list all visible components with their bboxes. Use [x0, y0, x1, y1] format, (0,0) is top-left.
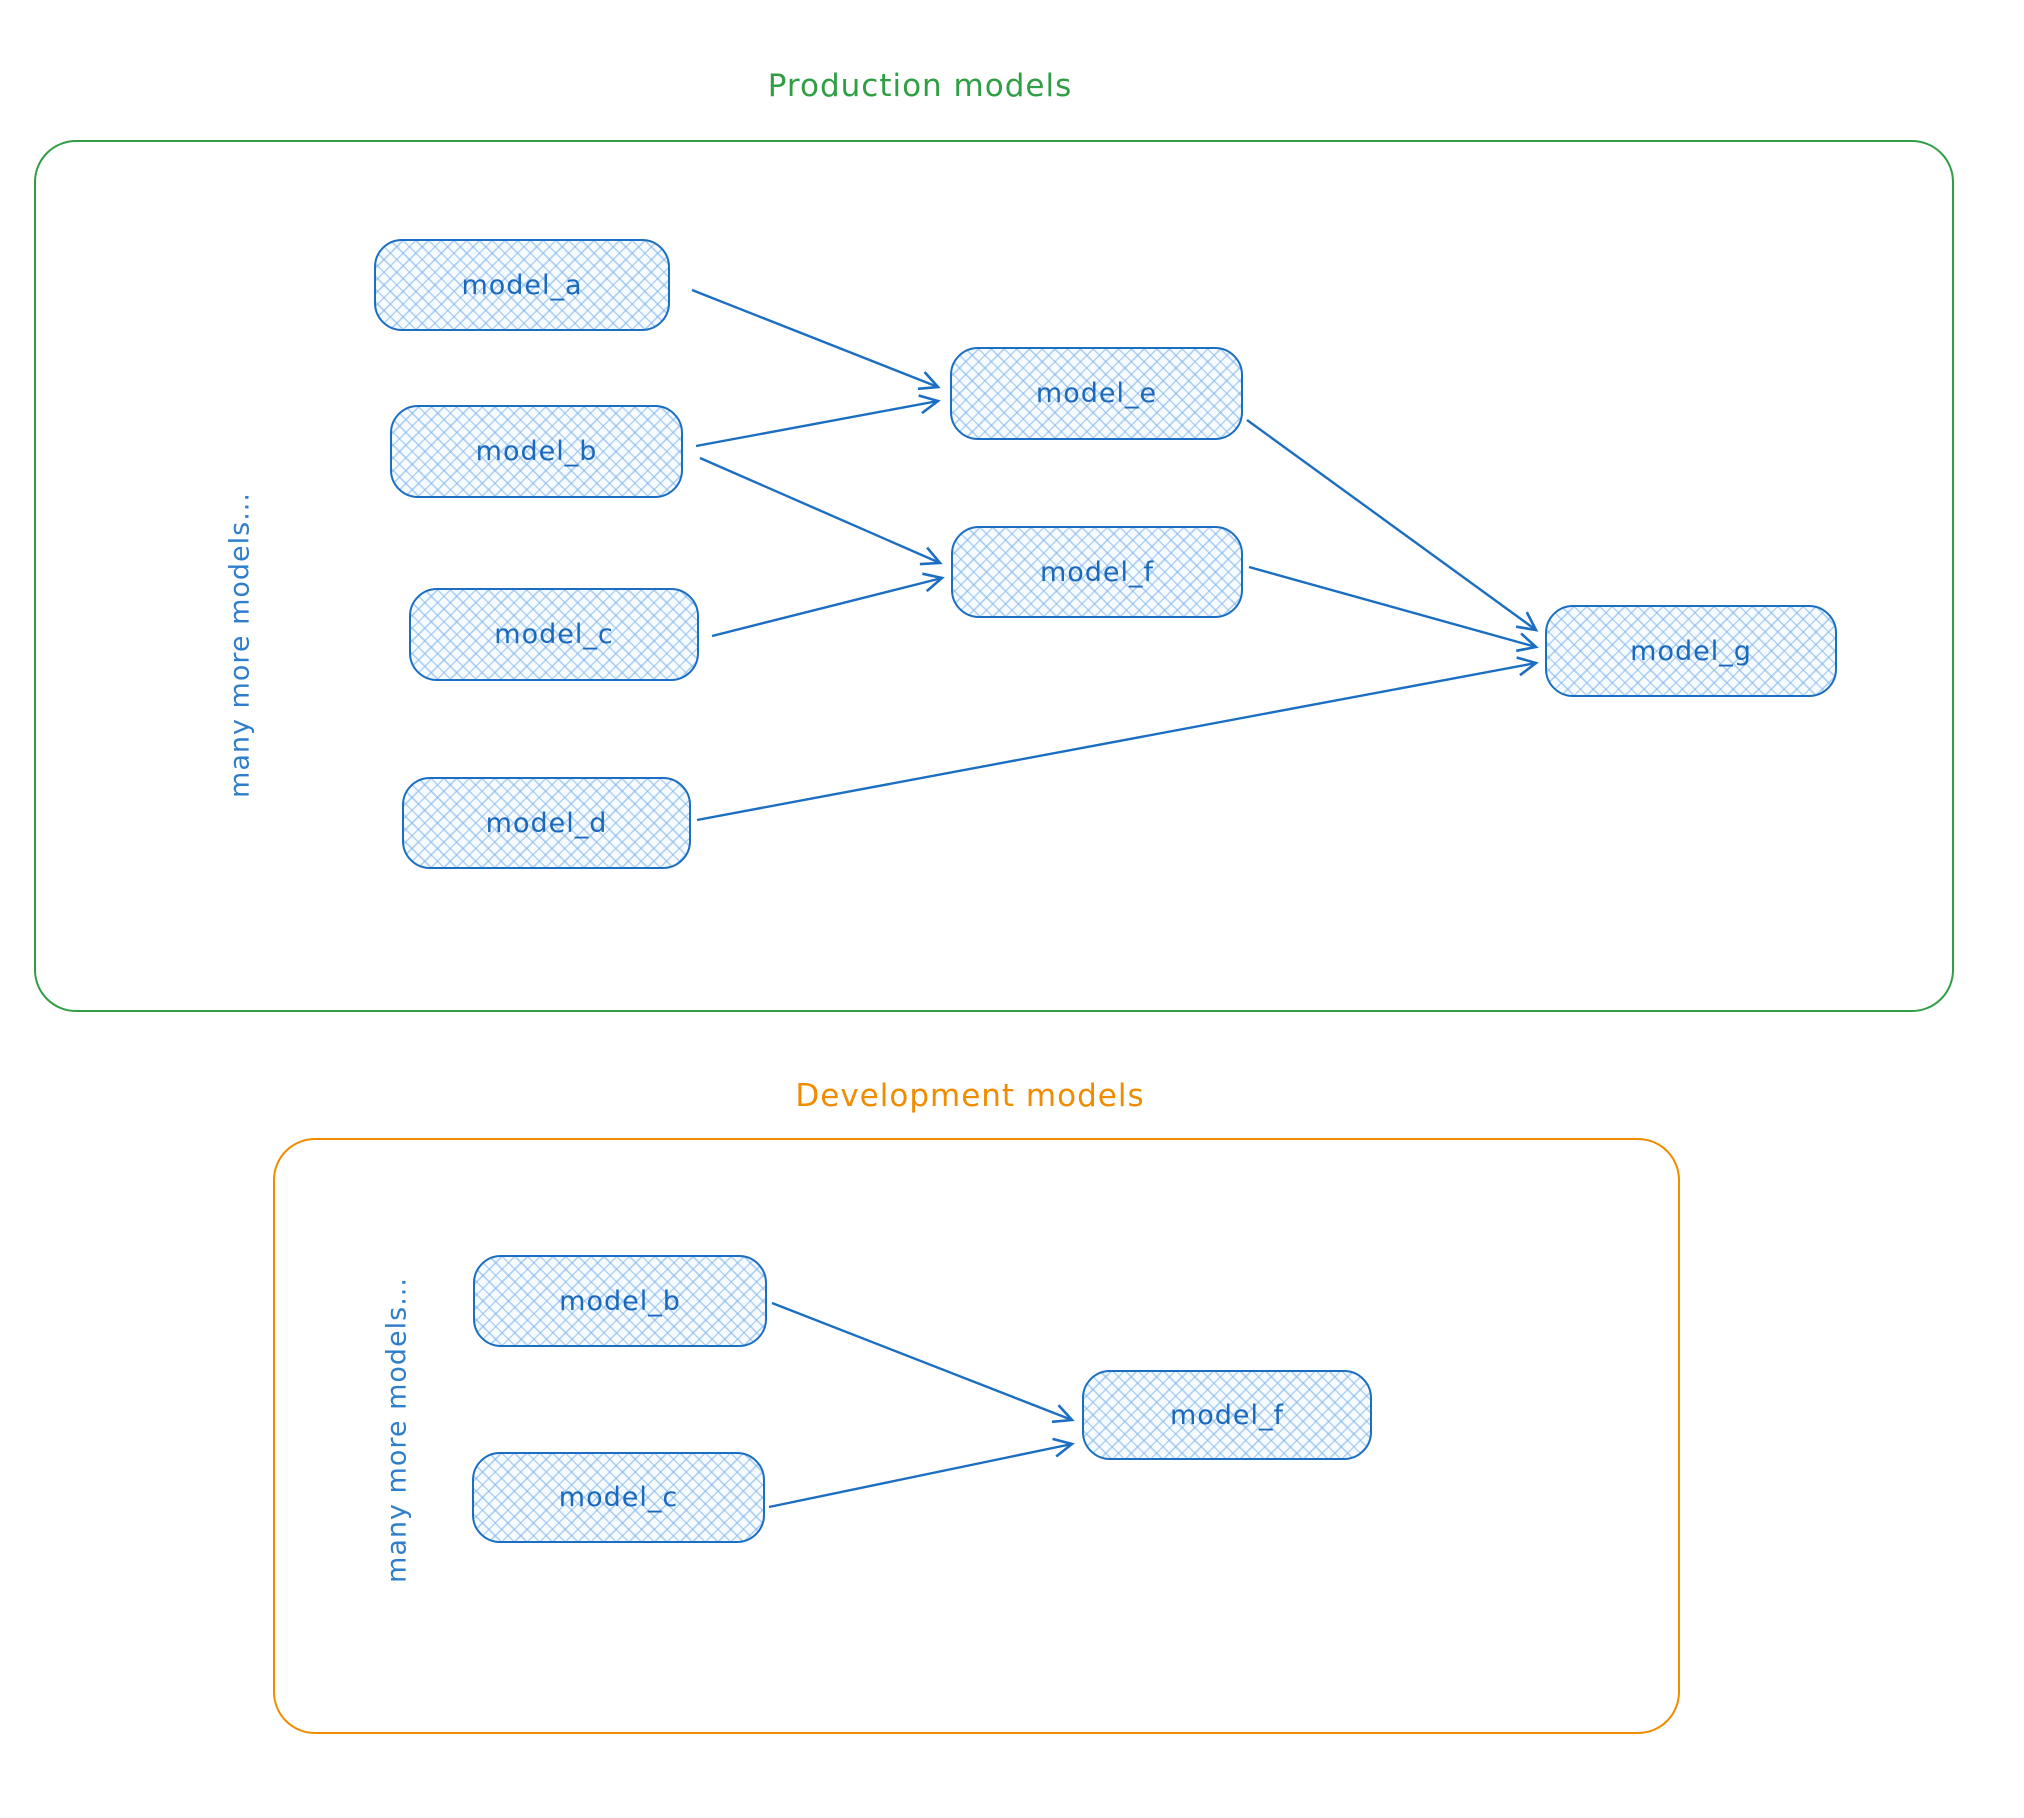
production-side-label: many more models... — [224, 492, 256, 798]
node-label: model_b — [559, 1285, 681, 1317]
node-label: model_d — [485, 807, 608, 839]
node-production-model_b[interactable]: model_b — [390, 405, 683, 498]
production-frame — [34, 140, 1954, 1012]
development-frame — [273, 1138, 1680, 1734]
node-development-model_c[interactable]: model_c — [472, 1452, 765, 1543]
node-label: model_f — [1039, 556, 1155, 588]
node-development-model_f[interactable]: model_f — [1082, 1370, 1372, 1460]
node-development-model_b[interactable]: model_b — [473, 1255, 767, 1347]
development-side-label: many more models... — [381, 1277, 413, 1583]
node-label: model_a — [461, 269, 583, 301]
node-production-model_e[interactable]: model_e — [950, 347, 1243, 440]
node-label: model_f — [1169, 1399, 1285, 1431]
node-label: model_b — [475, 436, 598, 467]
node-production-model_a[interactable]: model_a — [374, 239, 670, 331]
node-production-model_f[interactable]: model_f — [951, 526, 1243, 618]
production-section-title: Production models — [767, 68, 1073, 104]
node-label: model_c — [494, 619, 614, 650]
node-production-model_c[interactable]: model_c — [409, 588, 699, 681]
node-label: model_c — [558, 1482, 679, 1513]
development-section-title: Development models — [795, 1078, 1145, 1114]
node-label: model_e — [1035, 378, 1158, 409]
node-label: model_g — [1630, 635, 1752, 667]
node-production-model_d[interactable]: model_d — [402, 777, 691, 869]
node-production-model_g[interactable]: model_g — [1545, 605, 1837, 697]
